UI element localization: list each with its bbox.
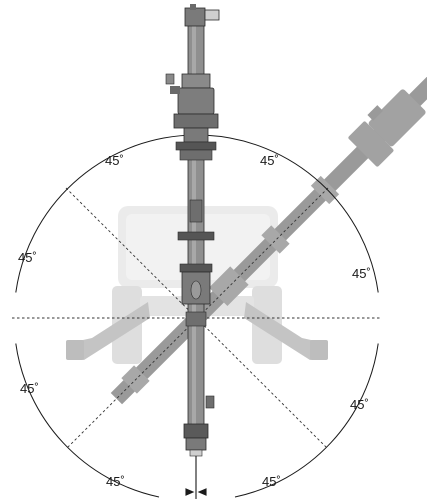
angle-label-right-upper: 45˚ [352, 266, 371, 281]
crawler-base-silhouette [66, 206, 328, 364]
angle-label-left-lower: 45˚ [20, 381, 39, 396]
angle-arcs [15, 134, 379, 498]
vertical-mast [165, 4, 220, 457]
arc-upper-right [206, 134, 379, 293]
angle-label-upper-left: 45˚ [105, 153, 124, 168]
arc-lower-right [234, 343, 379, 498]
angle-label-right-lower: 45˚ [350, 397, 369, 412]
angle-label-upper-right: 45˚ [260, 153, 279, 168]
diagonal-line-left [65, 187, 329, 450]
angle-label-bottom-left: 45˚ [106, 474, 125, 489]
angle-label-bottom-right: 45˚ [262, 474, 281, 489]
diagonal-line-right [65, 187, 329, 450]
angle-label-left-upper: 45˚ [18, 250, 37, 265]
angle-labels: 45˚ 45˚ 45˚ 45˚ 45˚ 45˚ 45˚ 45˚ [18, 153, 371, 489]
rotation-arrow-icon [185, 456, 207, 499]
arc-lower-left [15, 343, 160, 498]
arc-upper-left [15, 134, 188, 293]
